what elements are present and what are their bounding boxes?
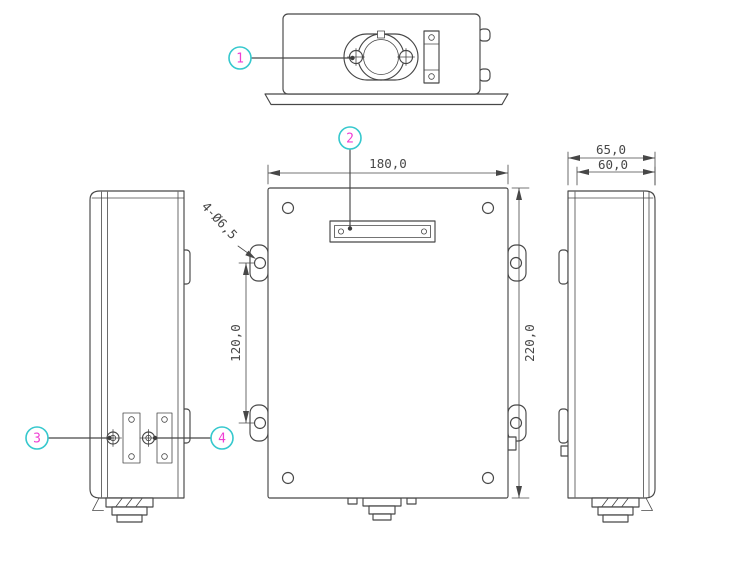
mounting-hole-br xyxy=(509,416,523,430)
enclosure-body xyxy=(267,187,509,499)
side-body-right xyxy=(567,190,656,499)
mounting-hole-tr xyxy=(509,256,523,270)
dim-depth-outer-label: 65,0 xyxy=(596,142,626,157)
dim-depth-inner-label: 60,0 xyxy=(598,157,628,172)
callout-2-number: 2 xyxy=(346,132,354,147)
panel-connector xyxy=(343,30,419,81)
top-view xyxy=(264,13,509,106)
cover-screw-br xyxy=(481,471,495,485)
bottom-cable-gland xyxy=(347,497,417,521)
foot-right xyxy=(641,497,653,511)
hole-note: 4-Ø6,5 xyxy=(199,199,256,259)
base-plate xyxy=(264,93,509,106)
ear-tab-bottom-right-view xyxy=(558,408,569,444)
callout-4-ring xyxy=(210,426,234,450)
cable-nub-top xyxy=(478,28,491,42)
cable-nub-bottom xyxy=(478,68,491,82)
callout-4-number: 4 xyxy=(218,432,226,447)
clip-right-view xyxy=(560,445,569,457)
dim-hole-spacing: 120,0 xyxy=(228,262,255,424)
right-side-view xyxy=(558,190,656,523)
ear-tab-top-right-view xyxy=(558,249,569,285)
side-block xyxy=(423,30,440,84)
callout-3-number: 3 xyxy=(33,432,41,447)
connector-key-notch xyxy=(377,30,385,39)
front-view xyxy=(249,187,527,521)
terminal-plate-left xyxy=(122,412,141,464)
callout-2-ring xyxy=(338,126,362,150)
callout-1-number: 1 xyxy=(236,52,244,67)
cable-gland-left-view xyxy=(105,497,154,523)
ground-screw-right xyxy=(139,429,158,447)
cover-screw-tl xyxy=(281,201,295,215)
terminal-strip xyxy=(329,220,436,243)
callout-3: 3 xyxy=(25,426,112,450)
dim-front-height-label: 220,0 xyxy=(522,324,537,362)
mounting-hole-bl xyxy=(253,416,267,430)
dim-depth-inner: 60,0 xyxy=(576,157,656,186)
cover-screw-tr xyxy=(481,201,495,215)
left-side-view xyxy=(89,190,191,523)
callout-1-ring xyxy=(228,46,252,70)
callout-4: 4 xyxy=(152,426,234,450)
dim-front-width-label: 180,0 xyxy=(369,156,407,171)
hole-note-label: 4-Ø6,5 xyxy=(199,199,241,242)
foot-left xyxy=(92,497,104,511)
callout-1: 1 xyxy=(228,46,355,70)
callout-2: 2 xyxy=(338,126,362,231)
flange-screw-right xyxy=(397,48,415,66)
cable-gland-right-view xyxy=(591,497,640,523)
callout-3-ring xyxy=(25,426,49,450)
cover-screw-bl xyxy=(281,471,295,485)
mounting-hole-tl xyxy=(253,256,267,270)
flange-screw-left xyxy=(347,48,365,66)
dim-front-height: 220,0 xyxy=(511,187,537,499)
callouts: 1 2 3 4 xyxy=(25,46,362,450)
dim-hole-spacing-label: 120,0 xyxy=(228,324,243,362)
side-clip xyxy=(507,436,517,451)
dim-front-width: 180,0 xyxy=(267,156,509,185)
